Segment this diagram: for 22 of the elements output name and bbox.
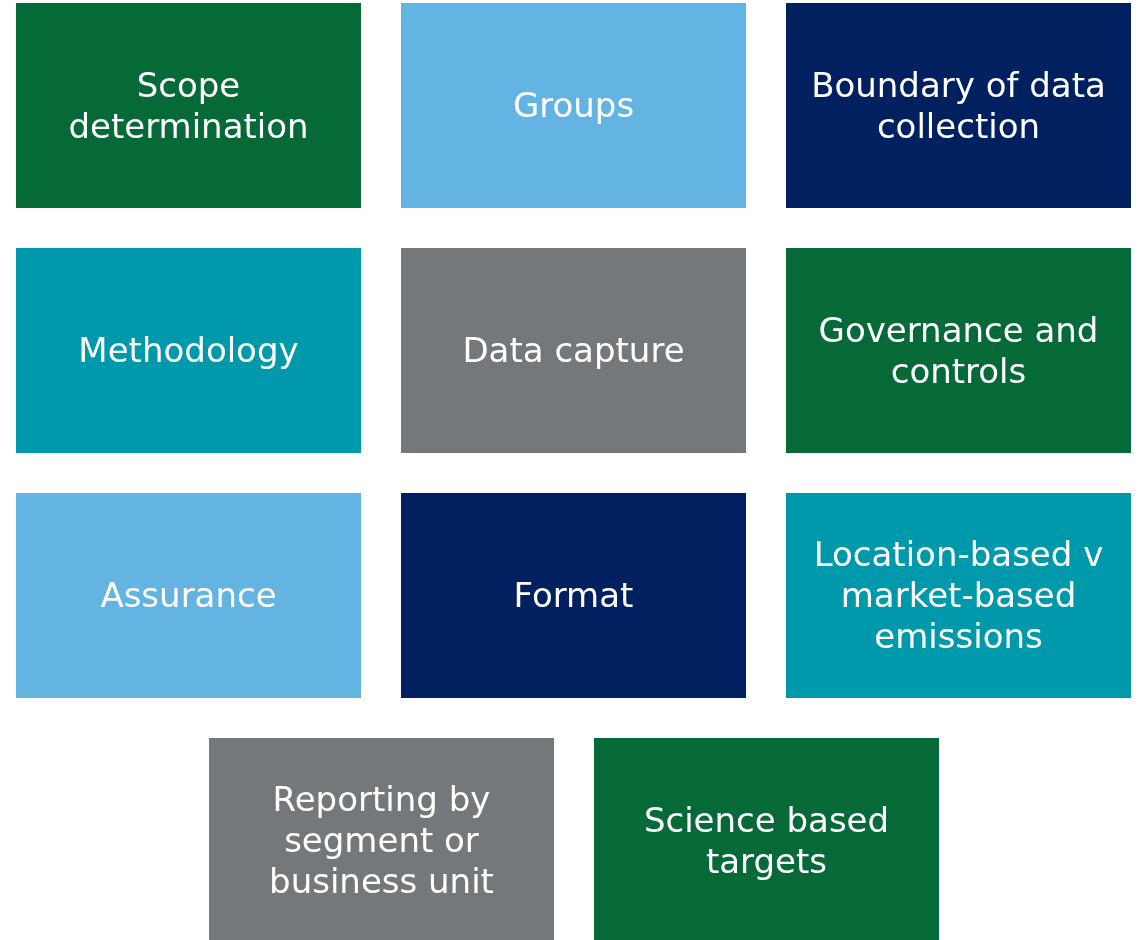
topic-box xyxy=(401,3,746,208)
topic-box xyxy=(594,738,939,940)
box-label: Governance and controls xyxy=(817,309,1100,392)
box-label: Data capture xyxy=(462,330,685,371)
topic-box xyxy=(16,3,361,208)
box-label: Boundary of data collection xyxy=(810,64,1107,147)
topic-box xyxy=(786,248,1131,453)
topic-box xyxy=(16,493,361,698)
box-label: Reporting by segment or business unit xyxy=(268,779,495,902)
topic-box xyxy=(16,248,361,453)
topic-box xyxy=(786,3,1131,208)
topic-box xyxy=(401,493,746,698)
topic-box xyxy=(401,248,746,453)
box-label: Science based targets xyxy=(642,799,891,882)
box-label: Format xyxy=(513,575,634,616)
topic-box xyxy=(209,738,554,940)
box-label: Assurance xyxy=(100,575,277,616)
topic-box xyxy=(786,493,1131,698)
box-label: Location-based v market-based emissions xyxy=(812,534,1105,657)
box-label: Methodology xyxy=(78,330,299,371)
box-label: Groups xyxy=(512,85,635,126)
box-label: Scope determination xyxy=(67,64,310,147)
